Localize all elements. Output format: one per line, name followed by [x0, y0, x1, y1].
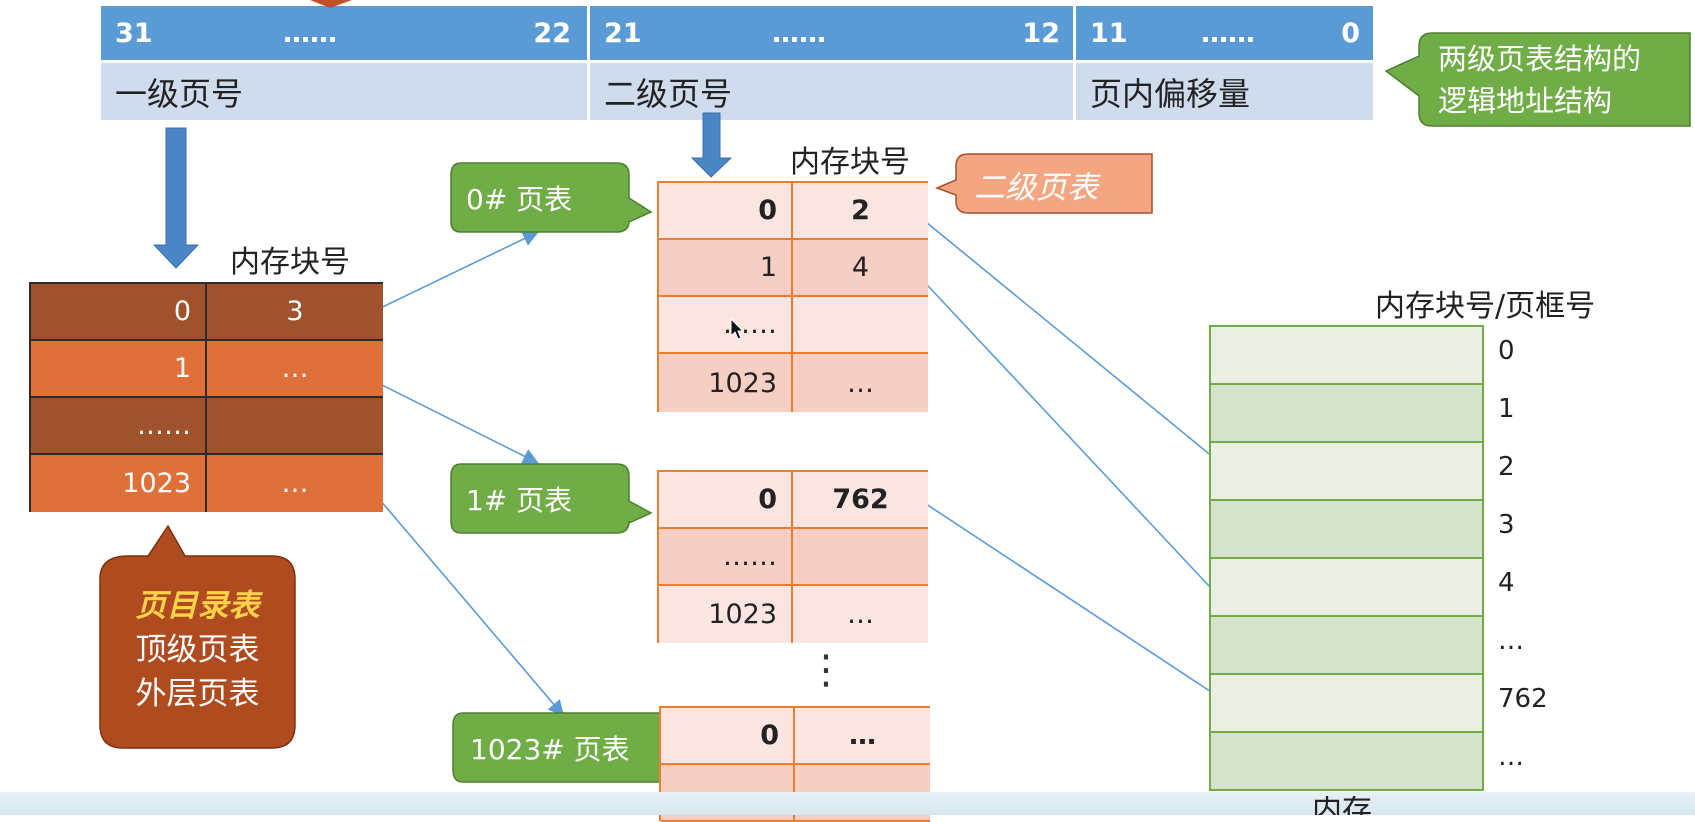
t1023-row0-index: 0	[661, 708, 795, 765]
table1-label: 1# 页表	[466, 483, 573, 517]
link-dir0-to-table0	[367, 231, 539, 315]
bits-dots: ……	[283, 17, 337, 49]
t0-row2-index: ……	[659, 297, 793, 354]
bits-field-3: 11 …… 0	[1073, 6, 1376, 60]
bit-21: 21	[604, 17, 642, 49]
frame-number-last: …	[1498, 742, 1524, 772]
callout-second-level-shape	[934, 153, 1153, 214]
memory-frame-762	[1211, 675, 1482, 733]
t1-row1-index: ……	[659, 529, 793, 586]
table0-label: 0# 页表	[466, 182, 573, 216]
callout-second-level: 二级页表	[974, 169, 1098, 206]
second-level-header: 内存块号	[790, 145, 910, 180]
callout-directory-line2: 外层页表	[135, 676, 260, 712]
mouse-cursor-icon	[730, 318, 745, 340]
link-dir1023-to-table1023	[379, 499, 565, 717]
frame-number-3: 3	[1498, 510, 1515, 540]
link-t0r1-to-frame4	[914, 271, 1227, 605]
t0-row3-block: …	[793, 354, 928, 412]
frame-number-ellipsis: …	[1498, 626, 1524, 656]
field-page-offset: 页内偏移量	[1073, 63, 1390, 120]
dir-row1-block: …	[207, 341, 383, 398]
t0-row1-index: 1	[659, 240, 793, 297]
bubble-table1-shape	[450, 463, 653, 534]
dir-row3-index: 1023	[31, 455, 207, 512]
callout-directory-title: 页目录表	[135, 588, 260, 624]
memory-block	[1209, 325, 1484, 791]
memory-frame-1	[1211, 385, 1482, 443]
callout-address-line2: 逻辑地址结构	[1438, 84, 1613, 118]
address-fields-row: 一级页号 二级页号 页内偏移量	[101, 63, 1373, 120]
dir-row0-index: 0	[31, 284, 207, 341]
t0-row0-block: 2	[793, 183, 928, 240]
link-dir1-to-table1	[367, 377, 539, 464]
memory-frame-ellipsis	[1211, 617, 1482, 675]
t1-row2-index: 1023	[659, 586, 793, 643]
frame-number-762: 762	[1498, 684, 1548, 714]
frame-number-4: 4	[1498, 568, 1515, 598]
down-arrow-second-level	[690, 112, 733, 178]
t0-row1-block: 4	[793, 240, 928, 297]
memory-frame-last	[1211, 733, 1482, 789]
t0-row3-index: 1023	[659, 354, 793, 412]
memory-footer: 内存	[1312, 796, 1372, 815]
partial-arrow-top	[310, 0, 352, 8]
callout-directory-line1: 顶级页表	[135, 632, 260, 668]
bits-dots: ……	[1201, 17, 1255, 49]
t1-row0-index: 0	[659, 472, 793, 529]
link-t0r0-to-frame2	[914, 212, 1233, 474]
callout-address-structure: 两级页表结构的 逻辑地址结构	[1438, 38, 1688, 124]
page-table-1: 0 762 …… 1023 …	[657, 470, 928, 643]
callout-address-line1: 两级页表结构的	[1438, 42, 1642, 76]
bubble-table0-shape	[450, 162, 653, 233]
t1023-row0-block: …	[795, 708, 930, 765]
dir-row2-block	[207, 398, 383, 455]
frame-number-0: 0	[1498, 336, 1515, 366]
page-table-0: 0 2 1 4 …… 1023 …	[657, 181, 928, 412]
t1-row0-block: 762	[793, 472, 928, 529]
memory-frame-4	[1211, 559, 1482, 617]
address-bits-row: 31 …… 22 21 …… 12 11 …… 0	[101, 6, 1373, 60]
field-first-level-page: 一级页号	[115, 74, 244, 113]
memory-frame-3	[1211, 501, 1482, 559]
table1023-label: 1023# 页表	[470, 732, 630, 766]
t0-row0-index: 0	[659, 183, 793, 240]
bit-22: 22	[533, 17, 571, 49]
callout-page-directory: 页目录表 顶级页表 外层页表	[100, 584, 295, 716]
memory-header: 内存块号/页框号	[1375, 289, 1596, 324]
frame-number-1: 1	[1498, 394, 1515, 424]
bit-0: 0	[1341, 17, 1360, 49]
callout-page-directory-shape	[99, 524, 296, 749]
memory-frame-2	[1211, 443, 1482, 501]
vertical-ellipsis: ⋮	[806, 647, 846, 693]
field-second-level-page: 二级页号	[587, 63, 1090, 120]
dir-row3-block: …	[207, 455, 383, 512]
callout-address-structure-shape	[1384, 32, 1691, 127]
bit-12: 12	[1022, 17, 1060, 49]
directory-header: 内存块号	[230, 245, 350, 280]
memory-frame-0	[1211, 327, 1482, 385]
dir-row0-block: 3	[207, 284, 383, 341]
bits-field-1: 31 …… 22	[101, 6, 587, 60]
dir-row2-index: ……	[31, 398, 207, 455]
slide-bottom-strip	[0, 792, 1695, 815]
link-t1r0-to-frame762	[916, 497, 1234, 707]
bits-dots: ……	[772, 17, 826, 49]
t0-row2-block	[793, 297, 928, 354]
down-arrow-first-level	[152, 127, 200, 269]
frame-number-2: 2	[1498, 452, 1515, 482]
bit-31: 31	[115, 17, 153, 49]
t1-row1-block	[793, 529, 928, 586]
bits-field-2: 21 …… 12	[587, 6, 1076, 60]
page-directory-table: 0 3 1 … …… 1023 …	[29, 282, 383, 512]
bit-11: 11	[1090, 17, 1128, 49]
dir-row1-index: 1	[31, 341, 207, 398]
t1-row2-block: …	[793, 586, 928, 643]
